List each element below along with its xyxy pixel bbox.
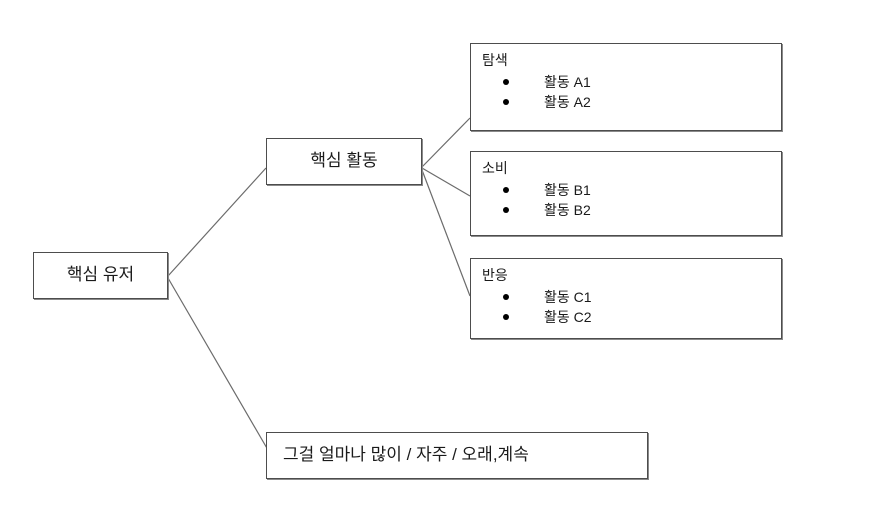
connector-core-to-detail-2 bbox=[421, 169, 471, 297]
list-item: 활동 A2 bbox=[482, 92, 771, 112]
node-detail-consumption[interactable]: 소비 활동 B1 활동 B2 bbox=[470, 151, 782, 236]
detail-list-reaction: 활동 C1 활동 C2 bbox=[482, 287, 771, 328]
node-core-user[interactable]: 핵심 유저 bbox=[33, 252, 168, 299]
list-item-label: 활동 A2 bbox=[544, 93, 591, 110]
list-item-label: 활동 B2 bbox=[544, 201, 591, 218]
node-core-user-label: 핵심 유저 bbox=[66, 265, 135, 285]
bullet-icon bbox=[503, 313, 509, 320]
connector-root-to-core-activity bbox=[167, 167, 267, 277]
list-item: 활동 A1 bbox=[482, 72, 771, 92]
list-item: 활동 B2 bbox=[482, 200, 771, 220]
connector-core-to-detail-1 bbox=[421, 167, 471, 197]
list-item-label: 활동 A1 bbox=[544, 73, 591, 90]
bullet-icon bbox=[503, 293, 509, 300]
node-detail-exploration[interactable]: 탐색 활동 A1 활동 A2 bbox=[470, 43, 782, 131]
node-frequency-question-label: 그걸 얼마나 많이 / 자주 / 오래,계속 bbox=[283, 445, 529, 465]
connector-root-to-frequency bbox=[167, 277, 269, 451]
detail-title-exploration: 탐색 bbox=[482, 52, 508, 68]
node-frequency-question[interactable]: 그걸 얼마나 많이 / 자주 / 오래,계속 bbox=[266, 432, 648, 479]
detail-list-exploration: 활동 A1 활동 A2 bbox=[482, 72, 771, 113]
node-core-activity-label: 핵심 활동 bbox=[310, 151, 378, 171]
bullet-icon bbox=[503, 206, 509, 213]
list-item: 활동 C1 bbox=[482, 287, 771, 307]
bullet-icon bbox=[503, 186, 509, 193]
node-core-activity[interactable]: 핵심 활동 bbox=[266, 138, 422, 185]
bullet-icon bbox=[503, 78, 509, 85]
list-item: 활동 C2 bbox=[482, 307, 771, 327]
bullet-icon bbox=[503, 98, 509, 105]
list-item-label: 활동 B1 bbox=[544, 181, 591, 198]
node-detail-reaction[interactable]: 반응 활동 C1 활동 C2 bbox=[470, 258, 782, 339]
detail-list-consumption: 활동 B1 활동 B2 bbox=[482, 180, 771, 221]
list-item: 활동 B1 bbox=[482, 180, 771, 200]
list-item-label: 활동 C2 bbox=[544, 308, 592, 325]
connector-core-to-detail-0 bbox=[421, 117, 471, 168]
detail-title-reaction: 반응 bbox=[482, 267, 508, 283]
list-item-label: 활동 C1 bbox=[544, 288, 592, 305]
detail-title-consumption: 소비 bbox=[482, 160, 508, 176]
